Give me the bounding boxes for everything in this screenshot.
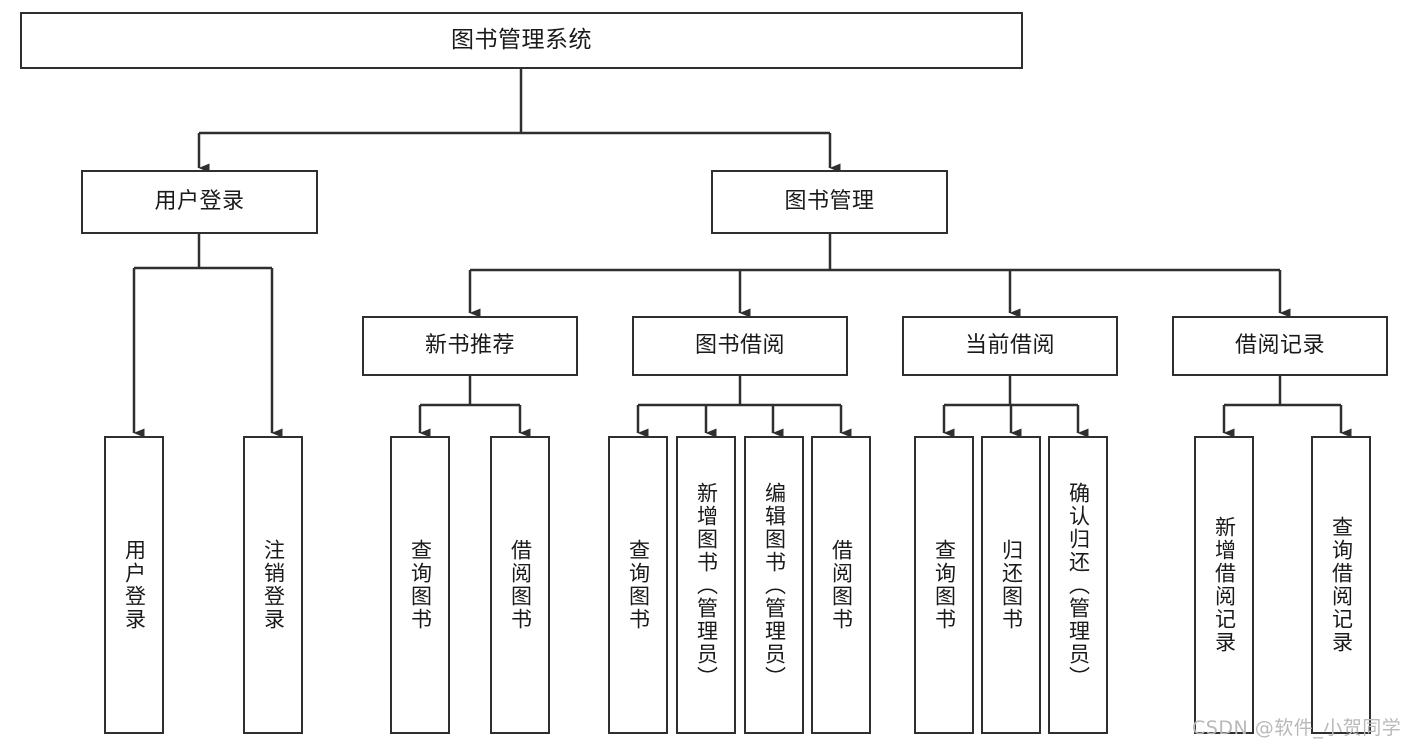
node-current-borrow[interactable]: 当前借阅 — [902, 316, 1118, 376]
node-label: 查询图书 — [626, 539, 651, 631]
node-label: 图书借阅 — [694, 332, 785, 358]
leaf-current-borrow-return-book[interactable]: 归还图书 — [981, 436, 1041, 734]
node-label: 新增图书（管理员） — [694, 481, 719, 689]
node-label: 借阅图书 — [508, 539, 533, 631]
node-label: 确认归还（管理员） — [1066, 481, 1091, 689]
node-book-management[interactable]: 图书管理 — [711, 170, 948, 234]
node-label: 当前借阅 — [964, 332, 1055, 358]
leaf-current-borrow-query-book[interactable]: 查询图书 — [914, 436, 974, 734]
leaf-user-login-login[interactable]: 用户登录 — [104, 436, 164, 734]
node-label: 新书推荐 — [424, 332, 515, 358]
leaf-current-borrow-confirm-return-admin[interactable]: 确认归还（管理员） — [1048, 436, 1108, 734]
node-borrow-record[interactable]: 借阅记录 — [1172, 316, 1388, 376]
node-user-login[interactable]: 用户登录 — [81, 170, 318, 234]
leaf-book-borrow-add-book-admin[interactable]: 新增图书（管理员） — [676, 436, 736, 734]
node-label: 借阅图书 — [829, 539, 854, 631]
leaf-book-borrow-borrow-book[interactable]: 借阅图书 — [811, 436, 871, 734]
node-label: 注销登录 — [261, 539, 286, 631]
node-label: 借阅记录 — [1234, 332, 1325, 358]
node-label: 查询图书 — [408, 539, 433, 631]
node-label: 归还图书 — [999, 539, 1024, 631]
leaf-book-borrow-query-book[interactable]: 查询图书 — [608, 436, 668, 734]
leaf-new-book-borrow-book[interactable]: 借阅图书 — [490, 436, 550, 734]
node-label: 查询借阅记录 — [1329, 516, 1354, 654]
node-new-book-recommend[interactable]: 新书推荐 — [362, 316, 578, 376]
node-label: 编辑图书（管理员） — [762, 481, 787, 689]
leaf-new-book-query-book[interactable]: 查询图书 — [390, 436, 450, 734]
leaf-user-login-logout[interactable]: 注销登录 — [243, 436, 303, 734]
node-label: 用户登录 — [154, 188, 245, 214]
node-label: 查询图书 — [932, 539, 957, 631]
leaf-borrow-record-query-record[interactable]: 查询借阅记录 — [1311, 436, 1371, 734]
leaf-borrow-record-add-record[interactable]: 新增借阅记录 — [1194, 436, 1254, 734]
node-label: 图书管理 — [784, 188, 875, 214]
node-label: 新增借阅记录 — [1212, 516, 1237, 654]
node-label: 图书管理系统 — [451, 26, 592, 53]
leaf-book-borrow-edit-book-admin[interactable]: 编辑图书（管理员） — [744, 436, 804, 734]
node-label: 用户登录 — [122, 539, 147, 631]
node-book-borrow[interactable]: 图书借阅 — [632, 316, 848, 376]
node-root-book-management-system[interactable]: 图书管理系统 — [20, 12, 1023, 69]
